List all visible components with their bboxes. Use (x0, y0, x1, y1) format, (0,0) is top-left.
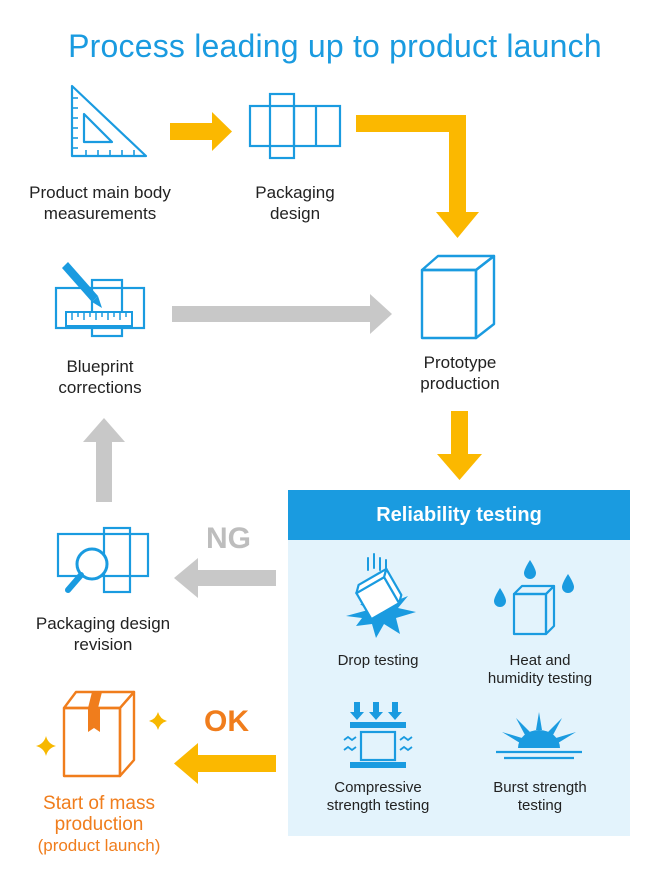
heat-humidity-testing-label: Heat and humidity testing (487, 652, 593, 687)
falling-box-impact-icon (346, 553, 416, 638)
set-square-icon (70, 84, 148, 158)
magnifier-blueprint-icon (56, 526, 150, 594)
burst-testing-label: Burst strength testing (493, 779, 587, 814)
box-icon (420, 254, 496, 340)
launch-label: Start of mass production (product launch… (37, 793, 161, 855)
box-water-drops-icon (494, 560, 574, 636)
page-title: Process leading up to product launch (68, 28, 602, 64)
compressive-testing-label: Compressive strength testing (326, 779, 430, 814)
box-net-icon (248, 92, 342, 160)
reliability-panel (288, 490, 630, 836)
sunburst-icon (496, 712, 582, 760)
step-measurements-label: Product main body measurements (29, 183, 171, 223)
step-blueprint-label: Blueprint corrections (58, 357, 142, 397)
drop-testing-label: Drop testing (337, 652, 419, 669)
ok-label: OK (204, 705, 249, 738)
press-box-icon (343, 702, 413, 768)
reliability-header: Reliability testing (288, 490, 630, 540)
step-packaging-design-label: Packaging design (255, 183, 335, 223)
step-revision-label: Packaging design revision (35, 614, 171, 654)
step-prototype-label: Prototype production (420, 353, 500, 393)
pencil-ruler-blueprint-icon (54, 262, 146, 338)
ng-label: NG (206, 522, 251, 555)
cardboard-box-sparkle-icon (36, 690, 167, 778)
